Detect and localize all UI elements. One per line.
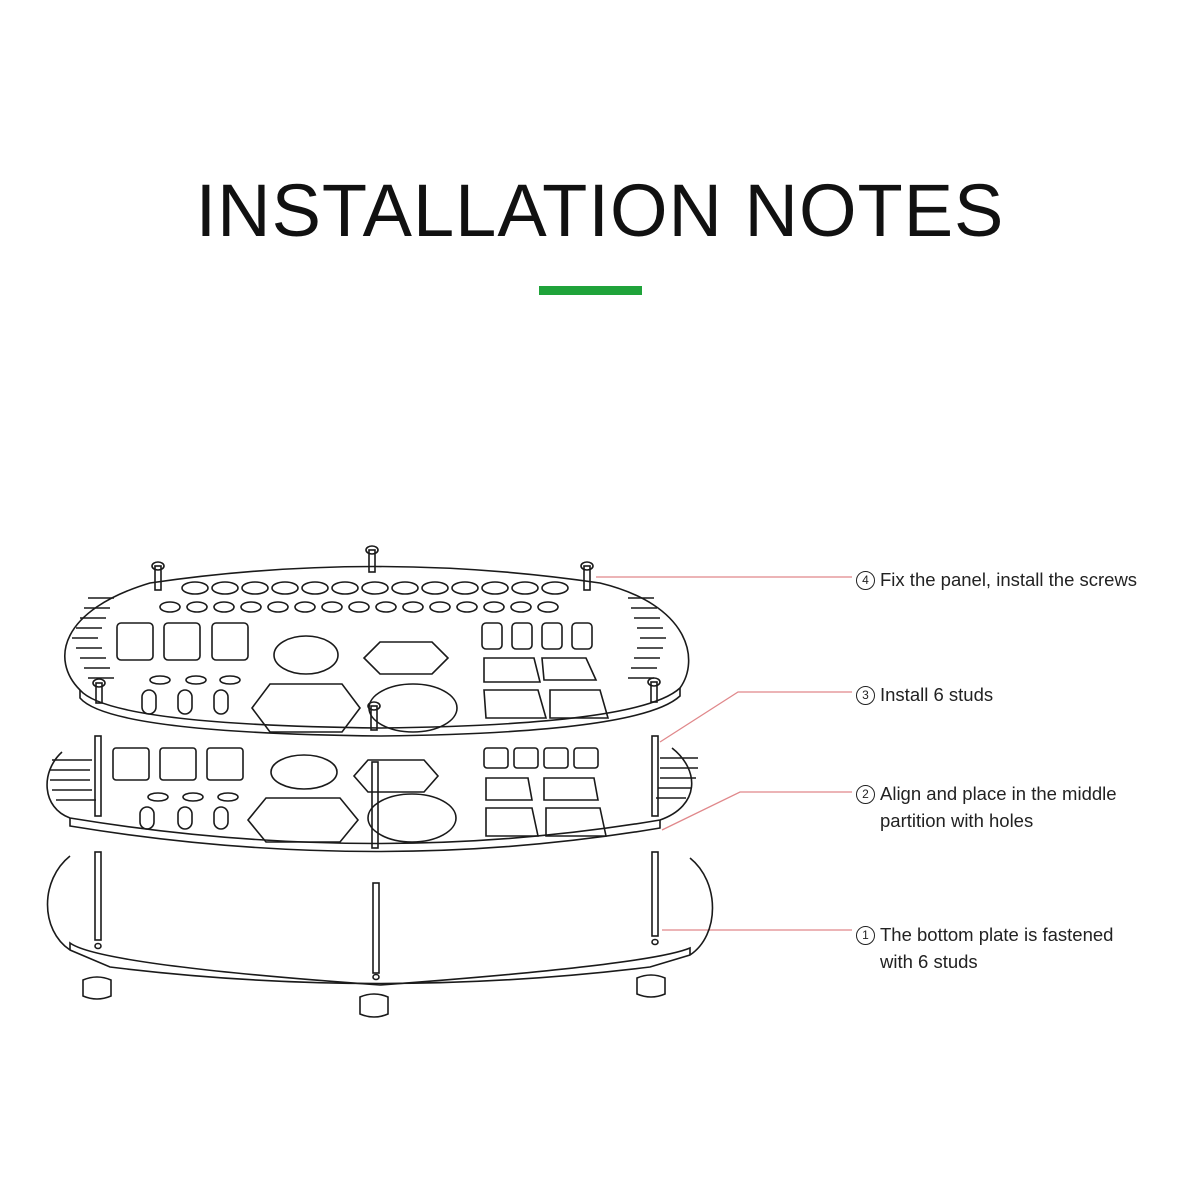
title-accent-bar (539, 286, 642, 295)
leader-line (661, 791, 852, 831)
step-2-label: 2 Align and place in the middle partition… (856, 780, 1117, 834)
round-hole (421, 581, 449, 595)
round-hole (361, 581, 389, 595)
small-hole (267, 601, 289, 613)
middle-partition-plate (46, 735, 698, 853)
small-hole (321, 601, 343, 613)
small-hole (375, 601, 397, 613)
round-hole (541, 581, 569, 595)
step-4-text: Fix the panel, install the screws (880, 569, 1138, 590)
round-hole (211, 581, 239, 595)
bottom-holes (94, 938, 659, 981)
small-hole (213, 601, 235, 613)
small-hole (294, 601, 316, 613)
top-screws (92, 545, 661, 731)
step-3-label: 3 Install 6 studs (856, 681, 993, 708)
bottom-feet (82, 974, 666, 1018)
page-title: INSTALLATION NOTES (195, 169, 1005, 252)
step-2-text: Align and place in the middle partition … (880, 783, 1117, 831)
callout-leader-lines (596, 576, 852, 931)
small-hole (186, 601, 208, 613)
round-hole (241, 581, 269, 595)
round-hole (271, 581, 299, 595)
top-cutouts (116, 622, 610, 733)
step-1-number: 1 (856, 926, 875, 945)
middle-cutouts (112, 747, 607, 843)
bottom-plate (46, 851, 714, 1018)
round-hole (331, 581, 359, 595)
round-hole (511, 581, 539, 595)
step-3-text: Install 6 studs (880, 684, 994, 705)
step-4-label: 4 Fix the panel, install the screws (856, 566, 1137, 593)
small-hole (348, 601, 370, 613)
small-hole (510, 601, 532, 613)
top-small-holes (159, 601, 559, 613)
top-round-holes (181, 581, 569, 595)
small-hole (240, 601, 262, 613)
step-1-text: The bottom plate is fastened with 6 stud… (880, 924, 1114, 972)
round-hole (481, 581, 509, 595)
step-4-number: 4 (856, 571, 875, 590)
step-2-number: 2 (856, 785, 875, 804)
small-hole (456, 601, 478, 613)
middle-side-slots (50, 757, 698, 801)
small-hole (159, 601, 181, 613)
round-hole (391, 581, 419, 595)
small-hole (483, 601, 505, 613)
top-side-slots (72, 597, 666, 679)
round-hole (451, 581, 479, 595)
leader-line (659, 691, 852, 743)
step-1-label: 1 The bottom plate is fastened with 6 stu… (856, 921, 1113, 975)
small-hole (537, 601, 559, 613)
small-hole (402, 601, 424, 613)
bottom-studs (94, 851, 659, 974)
step-3-number: 3 (856, 686, 875, 705)
round-hole (181, 581, 209, 595)
round-hole (301, 581, 329, 595)
small-hole (429, 601, 451, 613)
middle-studs (94, 735, 659, 849)
top-panel (64, 545, 690, 737)
